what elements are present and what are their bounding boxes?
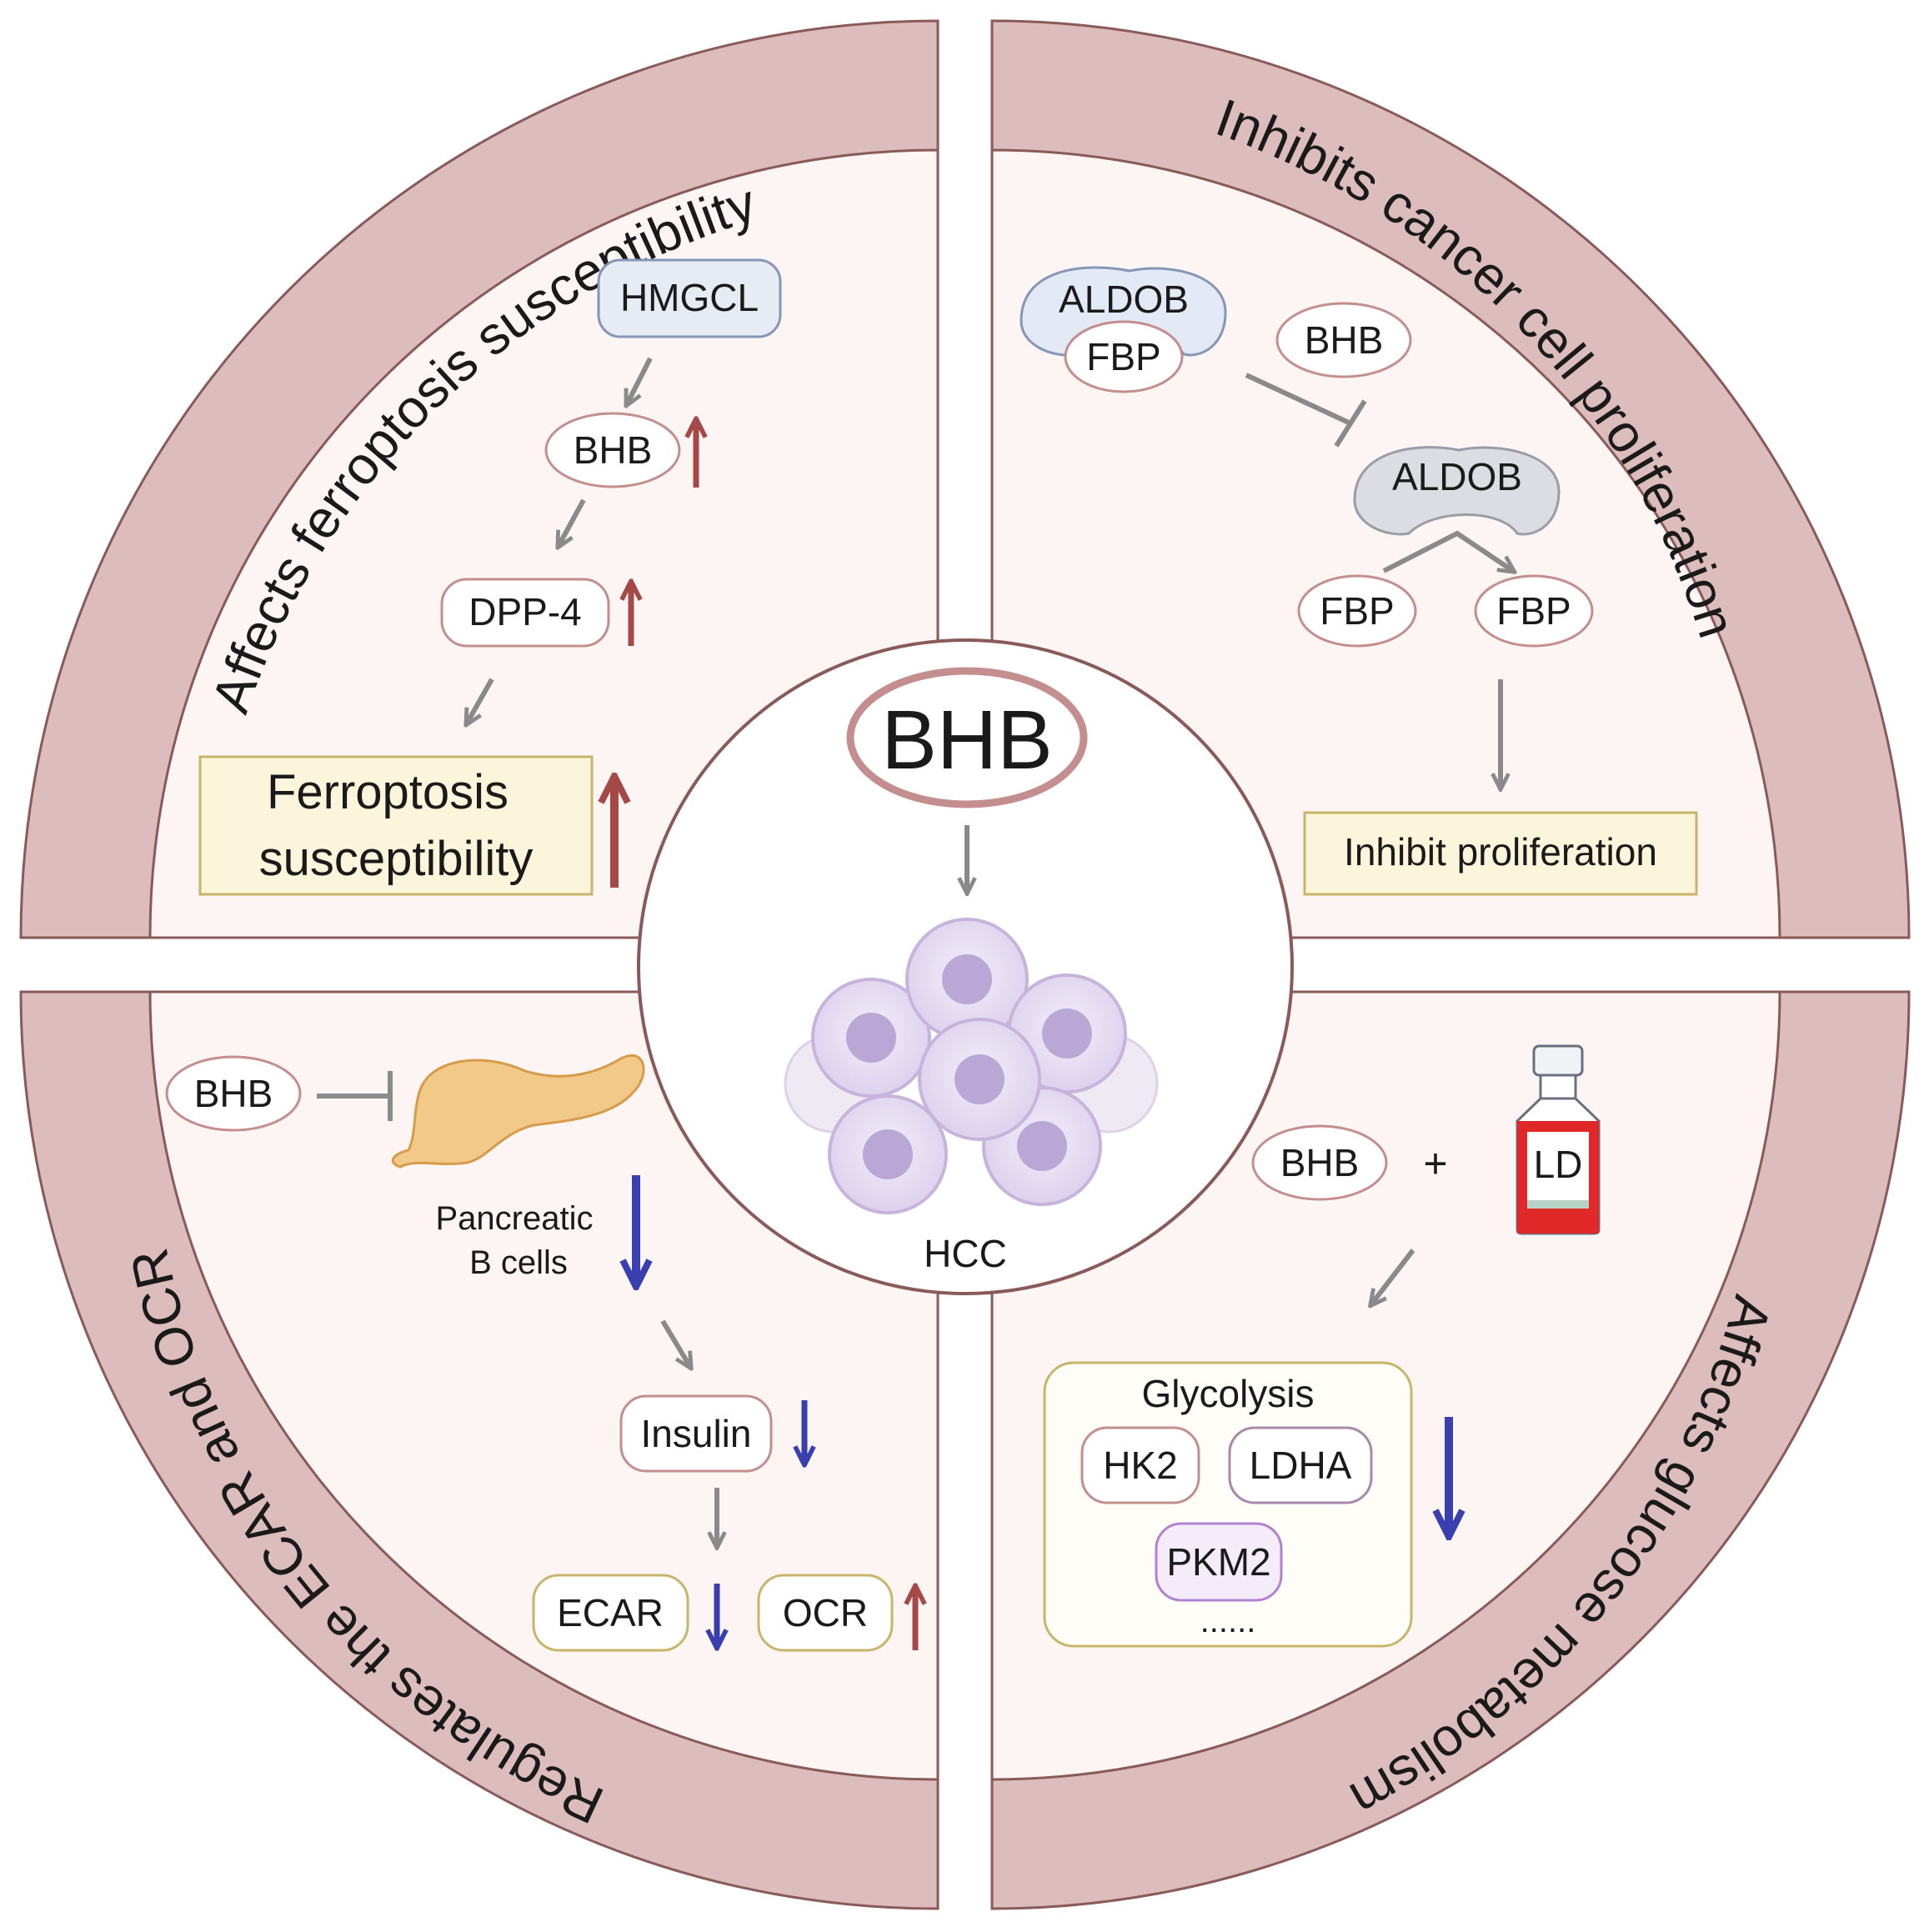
- proliferation-outcome-label: Inhibit proliferation: [1344, 830, 1657, 873]
- arrow-hmgcl-bhb: [627, 357, 653, 404]
- bhb-oval-ferroptosis: [544, 412, 681, 488]
- pancreas-icon: [391, 1054, 645, 1169]
- ferroptosis-outcome-box: [198, 755, 594, 896]
- hcc-cell-cluster-icon: [784, 918, 1159, 1214]
- fbp-oval-left: [1297, 574, 1417, 648]
- proliferation-outcome-box: [1303, 811, 1698, 896]
- hmgcl-label: HMGCL: [620, 276, 759, 319]
- ocr-box: [757, 1574, 894, 1652]
- center-bhb-oval: [846, 667, 1088, 808]
- bhb-oval-glucose: [1251, 1124, 1388, 1201]
- fbp-oval-right: [1474, 574, 1594, 648]
- arrow-pancreas-insulin: [660, 1319, 690, 1367]
- pancreas-label-line2: B cells: [469, 1244, 568, 1281]
- bhb-label-ferroptosis: BHB: [574, 428, 653, 472]
- hmgcl-box: [597, 258, 782, 338]
- plus-sign: +: [1423, 1140, 1447, 1187]
- dpp4-box: [440, 578, 610, 648]
- ferroptosis-outcome-line1: Ferroptosis: [267, 765, 509, 819]
- bhb-label-proliferation: BHB: [1305, 318, 1384, 362]
- fbp-complex-oval: [1064, 320, 1184, 393]
- insulin-box: [619, 1394, 773, 1473]
- glycolysis-ellipsis: ......: [1200, 1603, 1256, 1639]
- center-circle: BHB HCC: [637, 638, 1294, 1295]
- ldha-label: LDHA: [1250, 1444, 1352, 1487]
- quadrant-glucose: BHB + LD Glycolysis HK2 LDHA PKM2 ......: [1043, 1044, 1601, 1648]
- bhb-oval-ecar: [165, 1055, 302, 1132]
- arrow-dpp4-outcome: [467, 678, 494, 723]
- ld-label: LD: [1534, 1143, 1583, 1186]
- ecar-label: ECAR: [557, 1591, 664, 1634]
- pkm2-label: PKM2: [1166, 1540, 1270, 1584]
- inhibit-line-proliferation: [1245, 373, 1352, 426]
- bhb-oval-proliferation: [1275, 302, 1412, 378]
- hk2-label: HK2: [1103, 1444, 1177, 1487]
- fbp-label-right: FBP: [1496, 589, 1571, 633]
- center-hcc-label: HCC: [924, 1232, 1007, 1275]
- quadrant-proliferation: ALDOB FBP BHB ALDOB FBP FBP Inhibit prol…: [1020, 266, 1698, 896]
- aldob-complex-label: ALDOB: [1059, 278, 1189, 321]
- ld-bottle-icon: [1516, 1044, 1601, 1235]
- inhibit-bar-proliferation: [1334, 399, 1367, 448]
- glycolysis-label: Glycolysis: [1141, 1372, 1314, 1415]
- ocr-label: OCR: [783, 1591, 868, 1634]
- cleavage-arrow: [1382, 530, 1513, 571]
- fbp-complex-label: FBP: [1086, 335, 1160, 378]
- fbp-label-left: FBP: [1320, 589, 1394, 633]
- dpp4-label: DPP-4: [468, 590, 581, 633]
- center-bhb-label: BHB: [881, 693, 1053, 787]
- aldob-shape: [1353, 446, 1561, 536]
- arrow-treatment-glycolysis: [1371, 1249, 1415, 1304]
- pancreas-label-line1: Pancreatic: [436, 1200, 594, 1237]
- ldha-box: [1228, 1426, 1373, 1504]
- pkm2-box: [1155, 1522, 1283, 1602]
- insulin-label: Insulin: [641, 1412, 752, 1455]
- quadrant-ferroptosis: HMGCL BHB DPP-4 Ferroptosis susceptibili…: [198, 258, 782, 896]
- arrow-bhb-dpp4: [559, 498, 586, 546]
- ecar-box: [532, 1574, 689, 1652]
- aldob-label: ALDOB: [1392, 455, 1522, 498]
- quadrant-ecar-ocr: BHB Pancreatic B cells Insulin ECAR OCR: [165, 1054, 915, 1652]
- ferroptosis-outcome-line2: susceptibility: [259, 832, 534, 886]
- bhb-label-ecar: BHB: [194, 1072, 273, 1115]
- bhb-label-glucose: BHB: [1280, 1141, 1360, 1184]
- hk2-box: [1080, 1426, 1200, 1504]
